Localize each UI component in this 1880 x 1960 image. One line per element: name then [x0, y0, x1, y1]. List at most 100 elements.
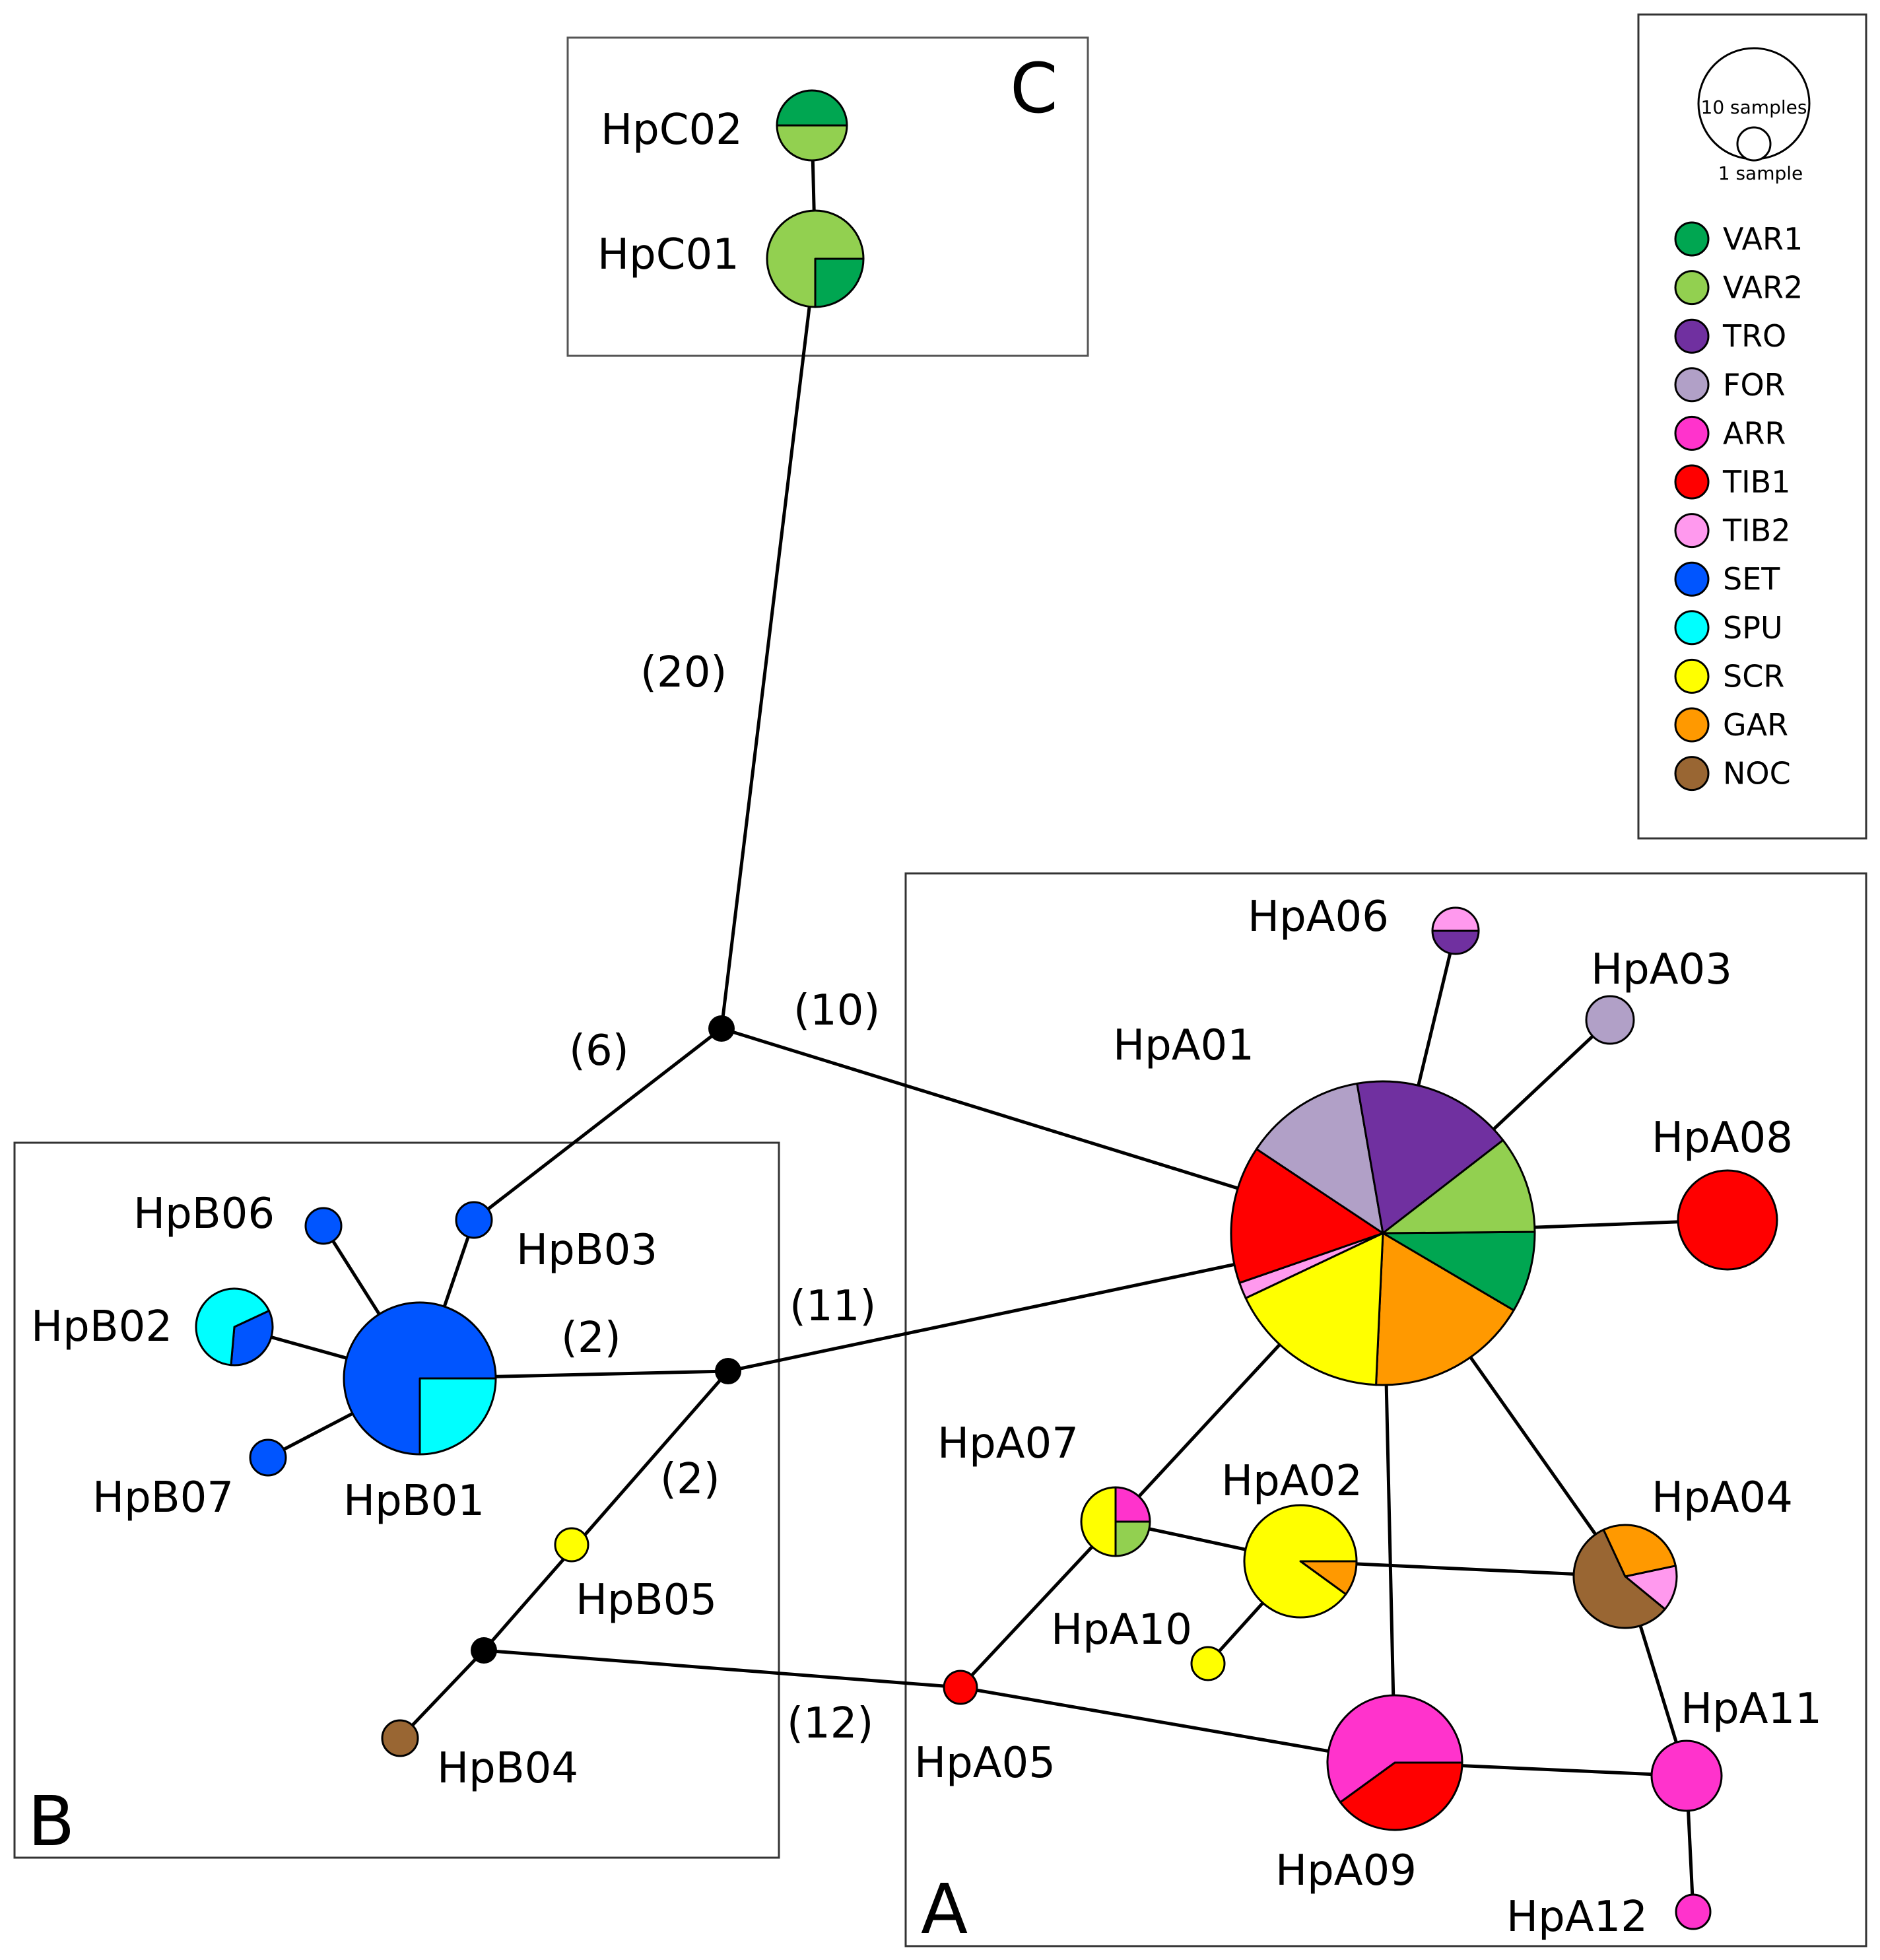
edge-hpa05-hpa09: [960, 1685, 1395, 1765]
legend-swatch-tib2: [1674, 513, 1710, 549]
node-label-hpc01: HpC01: [597, 230, 739, 279]
legend-swatch-noc: [1674, 756, 1710, 792]
node-label-hpb02: HpB02: [31, 1302, 172, 1351]
pie-slice-spu: [195, 1287, 271, 1367]
pie-slice-var1: [1382, 1231, 1536, 1312]
pie-slice-scr: [554, 1527, 589, 1563]
network-edges: [234, 125, 1728, 1912]
pie-slice-arr: [1675, 1893, 1712, 1930]
group-box-b: [13, 1141, 780, 1859]
edge-j3-hpb04: [399, 1649, 485, 1740]
haplotype-node-hpa01: [1230, 1080, 1536, 1386]
legend-box: [1637, 13, 1867, 840]
pie-slice-tib1: [943, 1670, 978, 1705]
edge-j2-j3: [483, 1370, 729, 1652]
pie-slice-var2: [766, 209, 865, 308]
pie-slice-noc: [381, 1719, 419, 1757]
pie-slice-tro: [1356, 1080, 1504, 1234]
pie-slice-set: [343, 1301, 497, 1456]
haplotype-node-hpa02: [1243, 1504, 1358, 1619]
pie-slice-scr: [1243, 1504, 1358, 1619]
pie-slice-var2: [1114, 1520, 1151, 1557]
pie-slice-scr: [1080, 1486, 1117, 1557]
haplotype-nodes: [195, 89, 1778, 1930]
pie-slice-var2: [776, 124, 848, 162]
median-vector-j3: [471, 1637, 497, 1664]
pie-slice-set: [304, 1207, 343, 1245]
haplotype-node-hpa08: [1677, 1169, 1778, 1271]
legend-label-set: SET: [1723, 561, 1780, 597]
haplotype-node-hpb05: [554, 1527, 589, 1563]
haplotype-node-hpa09: [1326, 1694, 1463, 1831]
pie-slice-scr: [1244, 1232, 1384, 1386]
haplotype-node-hpb03: [455, 1201, 493, 1239]
pie-slice-tib2: [1624, 1565, 1678, 1611]
legend-swatch-for: [1674, 367, 1710, 403]
node-label-hpa04: HpA04: [1652, 1473, 1793, 1522]
haplotype-node-hpb07: [249, 1438, 287, 1477]
pie-slice-for: [1256, 1082, 1384, 1234]
legend-label-spu: SPU: [1723, 610, 1783, 646]
pie-slice-set: [249, 1438, 287, 1477]
node-label-hpa01: HpA01: [1113, 1021, 1254, 1070]
pie-slice-arr: [1326, 1694, 1463, 1804]
pie-slice-gar: [1602, 1524, 1677, 1578]
pie-slice-var1: [814, 257, 865, 308]
pie-slice-set: [455, 1201, 493, 1239]
node-label-hpa02: HpA02: [1221, 1457, 1362, 1506]
pie-slice-tib2: [1431, 906, 1480, 932]
pie-slice-arr: [1114, 1486, 1151, 1523]
legend-label-tib2: TIB2: [1722, 513, 1791, 549]
legend-label-arr: ARR: [1723, 415, 1786, 451]
edge-j3-hpa05: [483, 1648, 961, 1689]
mutation-label-12: (12): [787, 1699, 873, 1748]
edge-hpa05-hpa07: [959, 1520, 1117, 1689]
legend-swatch-arr: [1674, 415, 1710, 451]
legend-label-tib1: TIB1: [1722, 464, 1791, 500]
haplotype-node-hpb06: [304, 1207, 343, 1245]
haplotype-node-hpa11: [1650, 1740, 1723, 1812]
node-label-hpa07: HpA07: [937, 1419, 1079, 1468]
mutation-label-11: (11): [789, 1282, 876, 1331]
group-label-b: B: [28, 1781, 75, 1862]
haplotype-node-hpa10: [1190, 1646, 1226, 1681]
median-vector-j2: [715, 1358, 741, 1384]
edge-hpc01-j1: [720, 258, 817, 1029]
median-vector-j1: [708, 1015, 735, 1042]
legend-scale-small-circle: [1736, 126, 1772, 162]
pie-slice-tib1: [1230, 1148, 1384, 1284]
node-label-hpb01: HpB01: [343, 1477, 485, 1526]
legend-swatch-tib1: [1674, 464, 1710, 500]
haplotype-node-hpa04: [1572, 1524, 1678, 1629]
pie-slice-tro: [1431, 929, 1480, 955]
pie-slice-var2: [1382, 1139, 1536, 1234]
pie-slice-spu: [419, 1377, 497, 1456]
pie-slice-tib1: [1677, 1169, 1778, 1271]
legend-swatch-scr: [1674, 658, 1710, 694]
haplotype-node-hpb04: [381, 1719, 419, 1757]
legend-swatch-gar: [1674, 707, 1710, 743]
legend-scale-small-label: 1 sample: [1718, 162, 1803, 184]
group-label-c: C: [1010, 48, 1058, 129]
legend-swatch-spu: [1674, 610, 1710, 646]
pie-slice-var1: [776, 89, 848, 127]
node-label-hpb07: HpB07: [92, 1473, 234, 1522]
pie-slice-for: [1585, 995, 1635, 1045]
legend: 10 samples 1 sample VAR1VAR2TROFORARRTIB…: [1674, 47, 1811, 792]
legend-label-var2: VAR2: [1723, 270, 1803, 306]
node-label-hpb06: HpB06: [133, 1190, 275, 1238]
pie-slice-tib1: [1339, 1761, 1463, 1831]
mutation-label-10: (10): [793, 986, 880, 1035]
node-label-hpa09: HpA09: [1275, 1846, 1417, 1895]
group-box-c: [566, 36, 1089, 357]
node-label-hpa12: HpA12: [1506, 1893, 1648, 1942]
edge-j1-hpb03: [473, 1027, 723, 1221]
node-label-hpb03: HpB03: [516, 1226, 657, 1275]
legend-label-scr: SCR: [1723, 658, 1784, 694]
node-label-hpa05: HpA05: [914, 1739, 1056, 1788]
legend-scale-large-label: 10 samples: [1701, 96, 1807, 118]
legend-swatch-set: [1674, 561, 1710, 597]
haplotype-node-hpa07: [1080, 1486, 1151, 1557]
